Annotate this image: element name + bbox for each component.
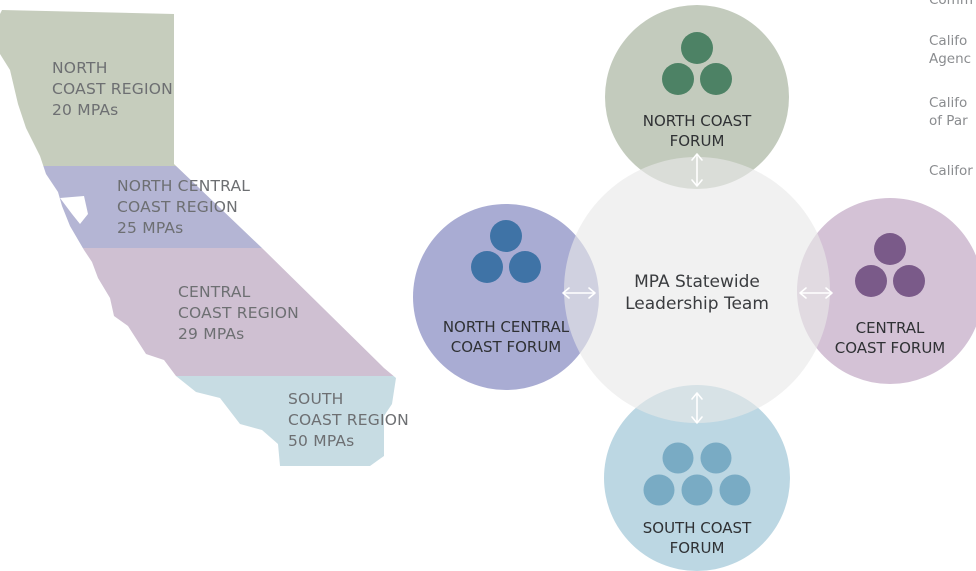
region-label-south: SOUTH COAST REGION 50 MPAs xyxy=(288,390,409,450)
partner-list-item: Califo xyxy=(929,95,967,111)
statewide-leadership-circle xyxy=(564,157,830,423)
region-label-line: 50 MPAs xyxy=(288,432,354,450)
region-label-line: COAST REGION xyxy=(117,198,238,216)
north-central-coast-forum-label: NORTH CENTRAL COAST FORUM xyxy=(443,318,570,356)
center-label-line: MPA Statewide xyxy=(634,272,760,292)
partner-list-item: of Par xyxy=(929,113,968,129)
north-central-members-icon xyxy=(471,220,541,283)
partner-list-item: Califo xyxy=(929,33,967,49)
north-coast-forum-circle xyxy=(605,5,789,189)
region-label-line: COAST REGION xyxy=(52,80,173,98)
forum-label-line: CENTRAL xyxy=(856,319,925,337)
bay-notch xyxy=(60,196,88,224)
north-coast-forum-label: NORTH COAST FORUM xyxy=(643,112,752,150)
partner-list-item: Califor xyxy=(929,163,973,179)
central-coast-forum-circle xyxy=(797,198,976,384)
north-coast-members-icon xyxy=(662,32,732,95)
south-coast-members-icon xyxy=(643,442,751,506)
forum-label-line: NORTH CENTRAL xyxy=(443,318,570,336)
region-label-line: 20 MPAs xyxy=(52,101,118,119)
region-label-line: 25 MPAs xyxy=(117,219,183,237)
forum-label-line: COAST FORUM xyxy=(451,338,562,356)
partner-list: Comm Califo Agenc Califo of Par Califor xyxy=(929,0,973,179)
arrow-south-icon xyxy=(691,392,703,424)
center-label-line: Leadership Team xyxy=(625,294,769,314)
arrow-east-icon xyxy=(799,287,833,299)
region-label-north-central: NORTH CENTRAL COAST REGION 25 MPAs xyxy=(117,177,250,237)
region-label-line: 29 MPAs xyxy=(178,325,244,343)
forum-label-line: FORUM xyxy=(670,132,725,150)
forum-label-line: SOUTH COAST xyxy=(643,519,752,537)
forum-label-line: COAST FORUM xyxy=(835,339,946,357)
region-label-line: SOUTH xyxy=(288,390,344,408)
region-label-line: COAST REGION xyxy=(178,304,299,322)
central-coast-forum-label: CENTRAL COAST FORUM xyxy=(835,319,946,357)
forum-label-line: FORUM xyxy=(670,539,725,557)
region-label-central: CENTRAL COAST REGION 29 MPAs xyxy=(178,283,299,343)
partner-list-item: Agenc xyxy=(929,51,971,67)
north-central-coast-forum-circle xyxy=(413,204,599,390)
partner-list-item: Comm xyxy=(929,0,973,8)
central-coast-members-icon xyxy=(855,233,925,297)
forum-label-line: NORTH COAST xyxy=(643,112,752,130)
region-label-line: CENTRAL xyxy=(178,283,251,301)
arrow-north-icon xyxy=(691,153,703,187)
region-label-line: NORTH CENTRAL xyxy=(117,177,250,195)
region-label-line: NORTH xyxy=(52,59,108,77)
arrow-west-icon xyxy=(562,287,596,299)
south-coast-forum-label: SOUTH COAST FORUM xyxy=(643,519,752,557)
region-label-line: COAST REGION xyxy=(288,411,409,429)
region-label-north: NORTH COAST REGION 20 MPAs xyxy=(52,59,173,119)
